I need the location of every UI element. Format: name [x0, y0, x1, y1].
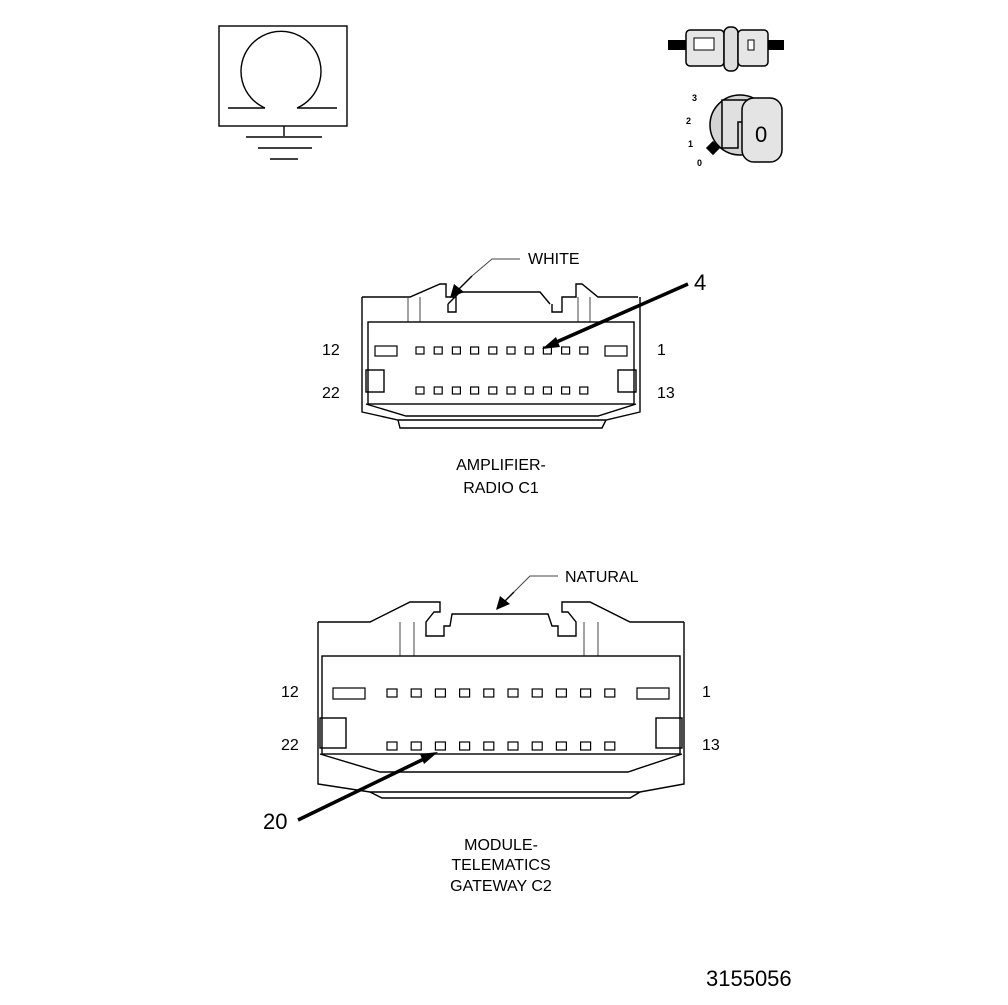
c2-bottom-cavity [555, 741, 568, 751]
inline-connector-icon [668, 26, 784, 72]
c1-top-cavity [560, 346, 571, 355]
c2-bottom-cavity [531, 741, 543, 751]
key-position-2: 2 [686, 116, 691, 126]
c1-top-cavity [524, 346, 534, 355]
connector-c1: WHITE 4 12 1 22 13 AMPLIFIER- RADIO C1 [322, 251, 706, 497]
c2-bottom-cavity [434, 741, 446, 751]
c1-bottom-cavity [524, 386, 534, 395]
c2-callout-pin: 20 [263, 809, 287, 834]
c1-bottom-cavity [542, 386, 553, 395]
figure-number: 3155056 [706, 966, 792, 991]
c1-cavity-rows [415, 346, 589, 395]
c1-top-cavity [470, 346, 480, 355]
c2-top-cavity [434, 688, 446, 698]
c2-top-cavity [459, 688, 471, 698]
c2-bottom-cavity [579, 741, 592, 751]
c2-top-cavity [579, 688, 592, 698]
c1-pin-label-13: 13 [657, 385, 675, 402]
c1-callout-pin: 4 [694, 270, 706, 295]
c2-name-line-2: TELEMATICS [451, 857, 550, 874]
c2-top-cavity [604, 688, 616, 698]
c2-name-line-1: MODULE- [464, 837, 538, 854]
c2-name-line-3: GATEWAY C2 [450, 878, 552, 895]
c1-name-line-1: AMPLIFIER- [456, 457, 546, 474]
c2-bottom-cavity [507, 741, 519, 751]
ground-symbol-icon [218, 25, 348, 160]
c1-pin-label-1: 1 [657, 342, 666, 359]
c2-cavity-rows [386, 688, 616, 751]
c2-top-cavity [410, 688, 422, 698]
c2-color-label: NATURAL [565, 569, 639, 586]
key-position-label: 0 [755, 122, 767, 147]
c1-bottom-cavity [415, 386, 425, 395]
c1-bottom-cavity [506, 386, 516, 395]
key-position-1: 1 [688, 139, 693, 149]
c1-top-cavity [506, 346, 516, 355]
c2-bottom-cavity [604, 741, 616, 751]
c1-top-cavity [451, 346, 461, 355]
c2-pin-label-22: 22 [281, 737, 299, 754]
c2-bottom-cavity [386, 741, 398, 751]
key-position-3: 3 [692, 93, 697, 103]
c2-pin-label-13: 13 [702, 737, 720, 754]
c2-top-cavity [555, 688, 568, 698]
c1-pin-label-22: 22 [322, 385, 340, 402]
connector-c2: NATURAL 20 12 1 22 13 MODULE- TELEMATICS… [263, 569, 720, 895]
c1-bottom-cavity [433, 386, 443, 395]
c1-bottom-cavity [579, 386, 589, 395]
c2-bottom-cavity [483, 741, 495, 751]
c2-top-cavity [386, 688, 398, 698]
c1-top-cavity [579, 346, 589, 355]
c1-top-cavity [433, 346, 443, 355]
c2-pin-label-12: 12 [281, 684, 299, 701]
c1-bottom-cavity [470, 386, 480, 395]
c2-top-cavity [531, 688, 543, 698]
key-position-0: 0 [697, 158, 702, 168]
c1-bottom-cavity [560, 386, 571, 395]
c2-top-cavity [483, 688, 495, 698]
c1-bottom-cavity [488, 386, 498, 395]
c1-pin-label-12: 12 [322, 342, 340, 359]
c1-bottom-cavity [451, 386, 461, 395]
c2-pin-label-1: 1 [702, 684, 711, 701]
c1-top-cavity [415, 346, 425, 355]
c1-color-label: WHITE [528, 251, 580, 268]
c2-bottom-cavity [410, 741, 422, 751]
ignition-key-icon: 0 3 2 1 0 [686, 93, 783, 168]
c1-top-cavity [488, 346, 498, 355]
c2-top-cavity [507, 688, 519, 698]
c2-bottom-cavity [459, 741, 471, 751]
c1-name-line-2: RADIO C1 [463, 480, 539, 497]
